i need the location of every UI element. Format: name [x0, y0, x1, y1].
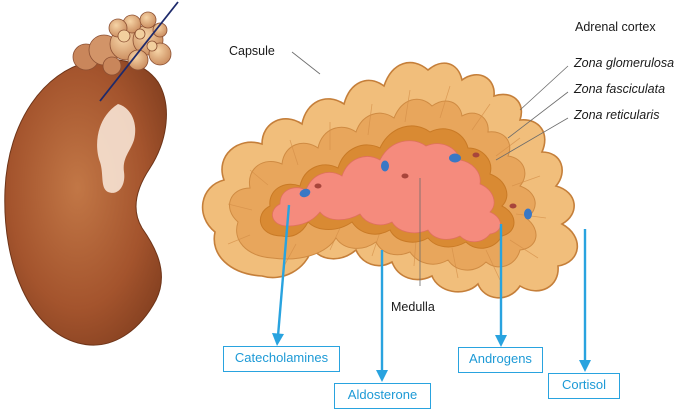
- cortisol-box: Cortisol: [548, 373, 620, 399]
- zona-fasciculata-label: Zona fasciculata: [573, 82, 665, 96]
- adrenal-cross-section: [203, 63, 578, 298]
- zona-reticularis-label: Zona reticularis: [573, 108, 659, 122]
- medulla-label: Medulla: [391, 300, 435, 314]
- aldosterone-box: Aldosterone: [334, 383, 431, 409]
- adrenal-cortex-label: Adrenal cortex: [575, 20, 656, 34]
- zona-glomerulosa-label: Zona glomerulosa: [573, 56, 674, 70]
- capsule-label: Capsule: [229, 44, 275, 58]
- catecholamines-box: Catecholamines: [223, 346, 340, 372]
- kidney-illustration: [5, 2, 178, 345]
- androgens-box: Androgens: [458, 347, 543, 373]
- kidney-shape: [5, 59, 167, 345]
